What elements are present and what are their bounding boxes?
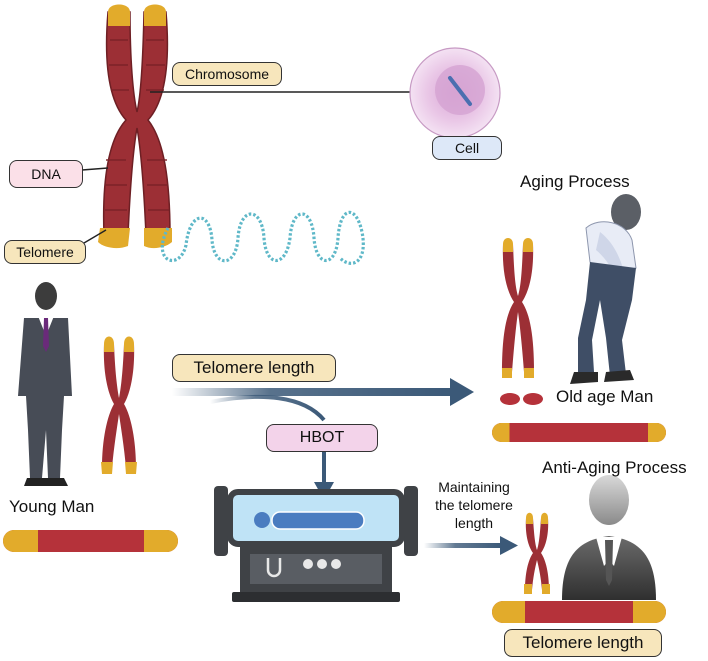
- hbot-chamber: [214, 486, 418, 602]
- telomere-bar-young: [3, 530, 178, 552]
- large-chromosome: [98, 4, 172, 249]
- anti-aging-process-label: Anti-Aging Process: [542, 458, 687, 477]
- anti-aging-man-bust: [562, 475, 656, 600]
- maintaining-line-1: Maintaining: [438, 479, 510, 495]
- maintaining-line-3: length: [454, 515, 494, 531]
- old-age-man-label: Old age Man: [556, 387, 654, 406]
- cell: [409, 47, 501, 139]
- young-man-figure: [18, 282, 72, 486]
- dna-label: DNA: [9, 160, 83, 188]
- telomere-length-top-label: Telomere length: [172, 354, 336, 382]
- maintaining-arrow: [424, 536, 518, 555]
- chromosome-label: Chromosome: [172, 62, 282, 86]
- old-man-chromosome: [502, 238, 534, 378]
- telomere-bar-old: [492, 423, 666, 442]
- patient-figure: [254, 511, 365, 530]
- telomere-cap: [144, 228, 172, 249]
- aging-process-label: Aging Process: [520, 172, 630, 191]
- broken-telomere-fragments: [500, 393, 543, 405]
- hbot-label: HBOT: [266, 424, 378, 452]
- dna-strand: [160, 210, 365, 265]
- young-man-label: Young Man: [9, 497, 95, 516]
- telomere-leader-line: [83, 229, 107, 244]
- dna-leader-line: [81, 167, 109, 171]
- telomere-length-arrow: [172, 378, 474, 406]
- cell-chromosome: [448, 76, 472, 106]
- anti-aging-chromosome: [524, 512, 550, 594]
- maintaining-line-2: the telomere: [435, 497, 513, 513]
- old-man-figure: [570, 194, 641, 384]
- cell-label: Cell: [432, 136, 502, 160]
- telomere-bar-anti-aging: [492, 601, 666, 623]
- telomere-label: Telomere: [4, 240, 86, 264]
- telomere-cap: [108, 4, 130, 26]
- telomere-cap: [98, 228, 130, 249]
- telomere-length-bottom-label: Telomere length: [504, 629, 662, 657]
- maintaining-label: Maintaining the telomere length: [428, 478, 520, 532]
- young-man-chromosome: [101, 336, 137, 474]
- telomere-cap: [144, 4, 166, 26]
